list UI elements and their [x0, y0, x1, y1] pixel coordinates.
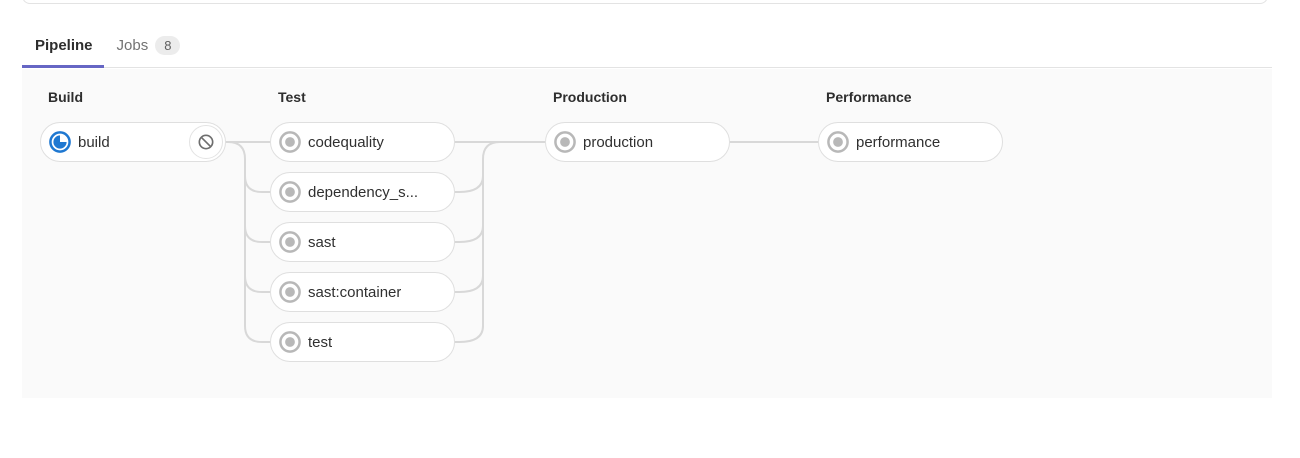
job-name: dependency_s... — [308, 183, 419, 201]
job-name: test — [308, 333, 333, 351]
tab-pipeline[interactable]: Pipeline — [22, 26, 104, 68]
job-name: codequality — [308, 133, 384, 151]
job-pill-test[interactable]: test — [270, 322, 455, 362]
job-pill-dependency-scanning[interactable]: dependency_s... — [270, 172, 455, 212]
jobs-count-badge: 8 — [155, 36, 181, 55]
job-name: sast — [308, 233, 336, 251]
created-status-icon — [279, 281, 301, 303]
cancel-no-entry-icon — [198, 134, 214, 150]
job-name: sast:container — [308, 283, 402, 301]
stage-header-build: Build — [48, 89, 83, 105]
tab-jobs[interactable]: Jobs 8 — [104, 26, 192, 68]
job-name: production — [583, 133, 654, 151]
pipeline-connectors — [226, 141, 818, 343]
pipeline-tabs: Pipeline Jobs 8 — [22, 26, 1272, 68]
job-pill-sast[interactable]: sast — [270, 222, 455, 262]
stage-header-test: Test — [278, 89, 306, 105]
job-pill-codequality[interactable]: codequality — [270, 122, 455, 162]
job-pill-build[interactable]: build — [40, 122, 226, 162]
upper-panel-bottom-edge — [22, 0, 1268, 4]
job-pill-production[interactable]: production — [545, 122, 730, 162]
created-status-icon — [827, 131, 849, 153]
stage-header-production: Production — [553, 89, 627, 105]
tab-jobs-label: Jobs — [116, 37, 149, 54]
created-status-icon — [279, 331, 301, 353]
stage-header-performance: Performance — [826, 89, 912, 105]
created-status-icon — [279, 181, 301, 203]
cancel-job-button[interactable] — [189, 125, 223, 159]
job-pill-sast-container[interactable]: sast:container — [270, 272, 455, 312]
job-pill-performance[interactable]: performance — [818, 122, 1003, 162]
created-status-icon — [554, 131, 576, 153]
pipeline-graph: Build Test Production Performance build … — [22, 69, 1272, 398]
job-name: performance — [856, 133, 941, 151]
created-status-icon — [279, 231, 301, 253]
running-status-icon — [49, 131, 71, 153]
created-status-icon — [279, 131, 301, 153]
job-name: build — [78, 133, 110, 151]
